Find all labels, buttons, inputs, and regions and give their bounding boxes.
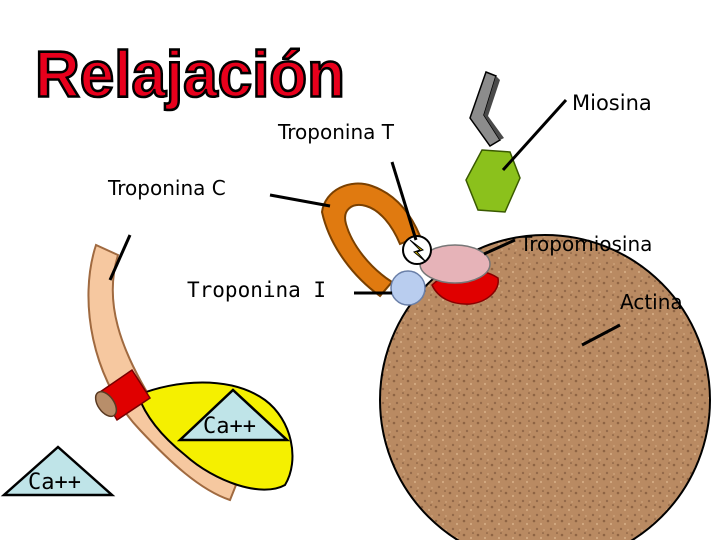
lightning-icon	[409, 239, 427, 263]
page-title: Relajación	[35, 38, 345, 111]
troponina-c-label: Troponina C	[108, 176, 226, 200]
troponina-i-label: Troponina I	[187, 278, 327, 302]
troponina-c-leader	[269, 193, 331, 208]
actina-label: Actina	[620, 290, 683, 314]
ca-triangle-2	[0, 445, 116, 497]
miosina-label: Miosina	[572, 91, 652, 115]
ca-ion-2: Ca++	[28, 470, 81, 495]
ca-ion-1: Ca++	[203, 414, 256, 439]
actina-leader	[581, 323, 621, 347]
strand-end-cap	[94, 390, 118, 418]
strand-leader-line	[108, 234, 132, 281]
troponina-t-label: Troponina T	[278, 120, 394, 144]
troponina-i-ellipse	[390, 270, 426, 306]
troponina-t-node	[402, 235, 432, 265]
miosina-leader	[501, 98, 568, 172]
miosina-arm-shadow	[484, 76, 504, 140]
peach-strand	[87, 243, 238, 502]
tropomiosina-leader	[483, 238, 516, 256]
ca-triangle-1	[176, 388, 291, 442]
tropomiosina-label: Tropomiosina	[520, 232, 653, 256]
actina-sphere	[379, 234, 711, 540]
troponina-t-leader	[390, 161, 418, 241]
